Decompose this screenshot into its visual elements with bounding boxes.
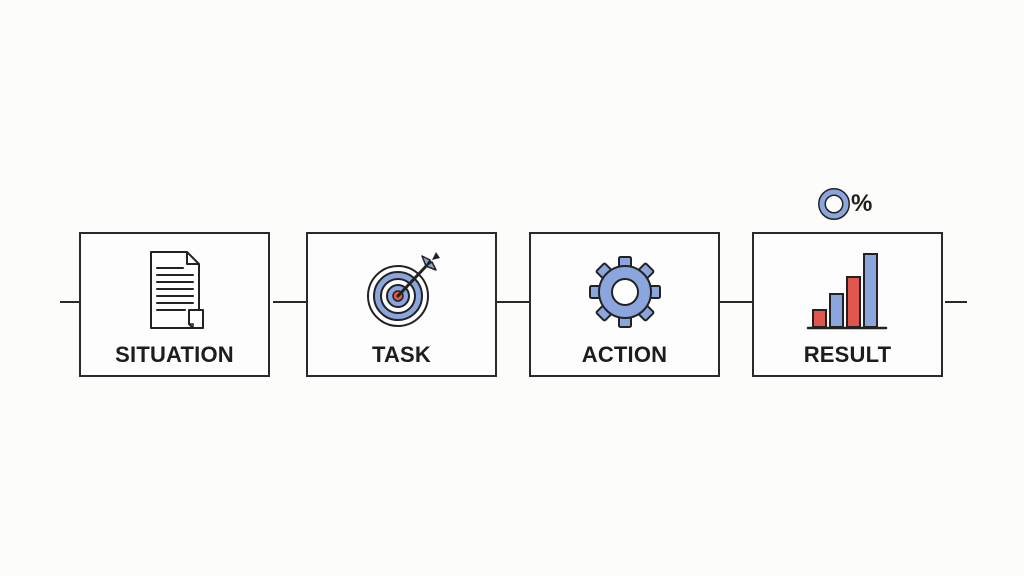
stage-label-action: ACTION: [581, 342, 668, 367]
stage-situation: SITUATION: [79, 232, 270, 377]
connector-line: [273, 301, 306, 303]
stage-label-result: RESULT: [803, 342, 892, 367]
stage-label-situation: SITUATION: [115, 342, 234, 367]
stage-result: RESULT: [752, 232, 943, 377]
connector-line: [60, 301, 80, 303]
ring-icon: [818, 188, 850, 220]
stage-action: ACTION: [529, 232, 720, 377]
stage-task: TASK: [306, 232, 497, 377]
percent-sign: %: [851, 190, 873, 217]
connector-line: [945, 301, 967, 303]
document-icon: [149, 251, 204, 329]
connector-line: [719, 301, 753, 303]
gear-icon: [588, 256, 661, 328]
bar-chart-icon: [806, 253, 887, 330]
connector-line: [497, 301, 529, 303]
target-arrow-icon: [366, 252, 440, 327]
stage-label-task: TASK: [371, 342, 432, 367]
percent-badge: %: [818, 187, 872, 221]
